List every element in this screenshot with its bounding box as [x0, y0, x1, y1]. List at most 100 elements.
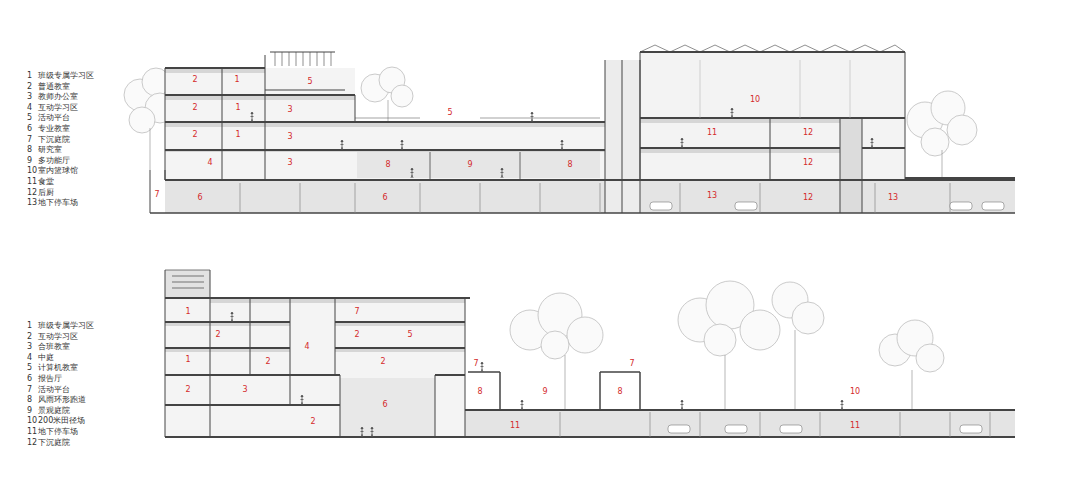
legend-text: 班级专属学习区 — [38, 322, 94, 330]
legend-text: 后厨 — [38, 189, 54, 197]
callout-number: 10 — [750, 96, 760, 104]
bottom-trees — [740, 310, 780, 350]
callout-number: 2 — [192, 104, 197, 112]
top-section — [355, 118, 600, 119]
legend-number: 5 — [27, 114, 32, 122]
legend-text: 活动平台 — [38, 114, 70, 122]
callout-number: 8 — [567, 161, 572, 169]
bottom-section — [668, 425, 982, 433]
bottom-section — [560, 412, 990, 437]
legend-text: 200米田径场 — [38, 417, 85, 425]
top-section — [165, 179, 1015, 181]
people — [361, 427, 364, 437]
top-section — [150, 212, 1015, 214]
legend-number: 9 — [27, 407, 32, 415]
callout-number: 5 — [407, 331, 412, 339]
callout-number: 2 — [354, 331, 359, 339]
callout-number: 7 — [354, 308, 359, 316]
callout-number: 1 — [185, 356, 190, 364]
top-section — [165, 68, 605, 150]
callout-number: 4 — [304, 343, 309, 351]
legend-number: 5 — [27, 364, 32, 372]
callout-number: 7 — [629, 360, 634, 368]
legend-text: 互动学习区 — [38, 333, 78, 341]
callout-number: 13 — [888, 194, 898, 202]
legend-number: 4 — [27, 104, 32, 112]
people — [841, 400, 844, 410]
top-section — [640, 52, 905, 213]
callout-number: 7 — [473, 360, 478, 368]
top-section — [650, 202, 1004, 210]
top-section — [650, 202, 672, 210]
legend-text: 下沉庭院 — [38, 439, 70, 447]
legend-number: 2 — [27, 333, 32, 341]
people — [871, 138, 874, 148]
top-section — [165, 180, 1015, 213]
top-section — [240, 183, 950, 213]
people — [411, 168, 414, 178]
legend-text: 专业教室 — [38, 125, 70, 133]
legend-text: 教师办公室 — [38, 93, 78, 101]
people — [371, 427, 374, 437]
top-section — [640, 118, 1015, 178]
people — [731, 108, 734, 118]
legend-text: 合班教室 — [38, 343, 70, 351]
callout-number: 3 — [242, 386, 247, 394]
callout-number: 1 — [235, 104, 240, 112]
bottom-trees — [567, 317, 603, 353]
callout-number: 8 — [385, 161, 390, 169]
people — [501, 168, 504, 178]
people — [681, 138, 684, 148]
callout-number: 12 — [803, 159, 813, 167]
bottom-trees — [541, 331, 569, 359]
legend-text: 下沉庭院 — [38, 136, 70, 144]
bottom-section — [165, 270, 465, 437]
bottom-trees — [725, 330, 795, 410]
callout-number: 11 — [510, 422, 520, 430]
callout-number: 1 — [234, 76, 239, 84]
top-section — [240, 183, 950, 213]
people — [401, 140, 404, 150]
bottom-trees — [704, 324, 736, 356]
top-section — [357, 152, 600, 178]
top-section — [735, 202, 757, 210]
top-section — [275, 52, 331, 66]
legend-number: 7 — [27, 386, 32, 394]
top-trees — [150, 128, 151, 170]
people — [251, 108, 874, 178]
people — [531, 112, 534, 122]
bottom-section — [725, 425, 747, 433]
top-section — [640, 45, 905, 52]
top-section — [840, 118, 862, 213]
top-section — [150, 45, 1015, 213]
callout-number: 2 — [310, 418, 315, 426]
top-section — [700, 60, 850, 118]
legend-number: 6 — [27, 375, 32, 383]
legend-number: 2 — [27, 83, 32, 91]
top-section — [640, 52, 905, 180]
bottom-section — [165, 270, 210, 298]
legend-number: 10 — [27, 167, 37, 175]
legend-number: 3 — [27, 93, 32, 101]
callout-number: 5 — [307, 78, 312, 86]
callout-number: 6 — [197, 194, 202, 202]
people — [301, 395, 304, 405]
legend-text: 互动学习区 — [38, 104, 78, 112]
legend-text: 报告厅 — [38, 375, 62, 383]
legend-number: 1 — [27, 322, 32, 330]
callout-number: 8 — [617, 388, 622, 396]
callout-number: 9 — [467, 161, 472, 169]
top-trees — [921, 128, 949, 156]
callout-number: 2 — [215, 331, 220, 339]
top-trees — [388, 100, 389, 122]
callout-number: 2 — [380, 358, 385, 366]
legend-text: 多功能厅 — [38, 157, 70, 165]
callout-number: 2 — [192, 131, 197, 139]
legend-text: 室内篮球馆 — [38, 167, 78, 175]
legend-text: 班级专属学习区 — [38, 72, 94, 80]
callout-number: 6 — [382, 194, 387, 202]
legend-number: 8 — [27, 146, 32, 154]
legend-number: 11 — [27, 178, 37, 186]
legend-number: 12 — [27, 439, 37, 447]
